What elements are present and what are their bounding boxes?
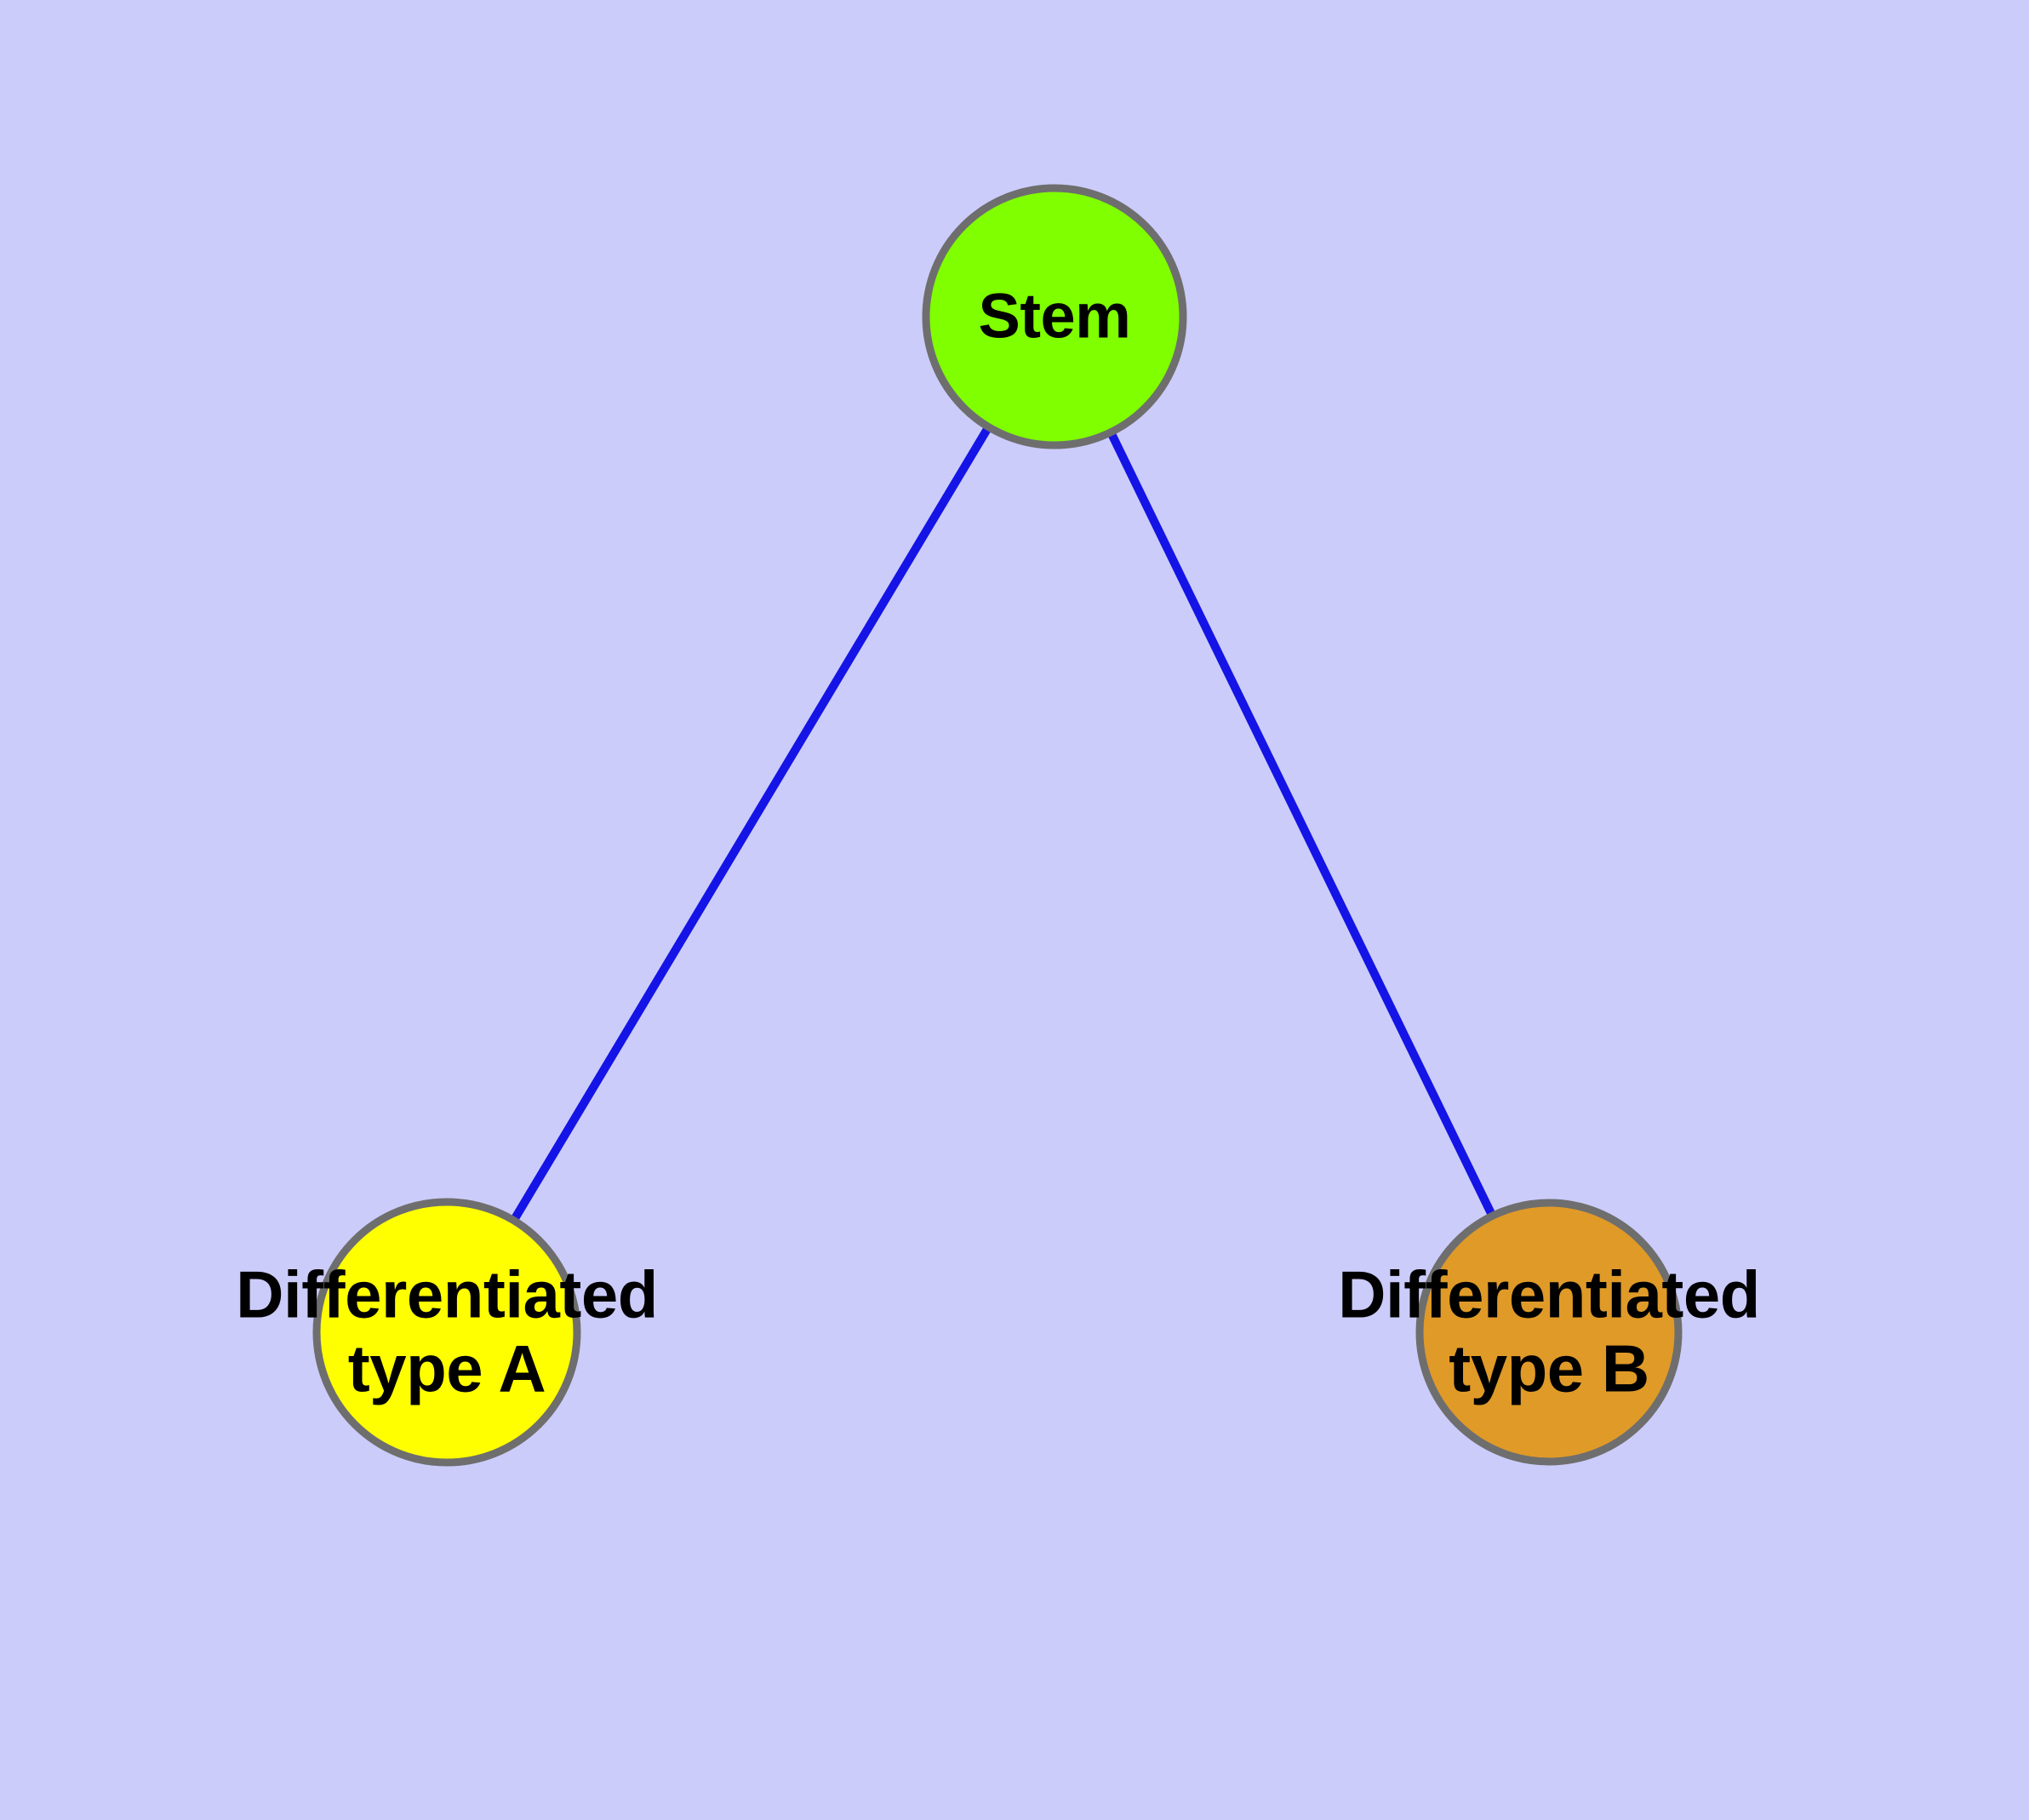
node-stem[interactable] [922,184,1187,449]
node-differentiated-type-a[interactable] [312,1198,581,1467]
node-differentiated-type-b[interactable] [1415,1199,1683,1466]
edge-layer [508,421,1498,1226]
edge-stem-to-differentiated-type-b[interactable] [1105,426,1498,1222]
node-layer [312,184,1683,1467]
edge-stem-to-differentiated-type-a[interactable] [508,421,994,1226]
